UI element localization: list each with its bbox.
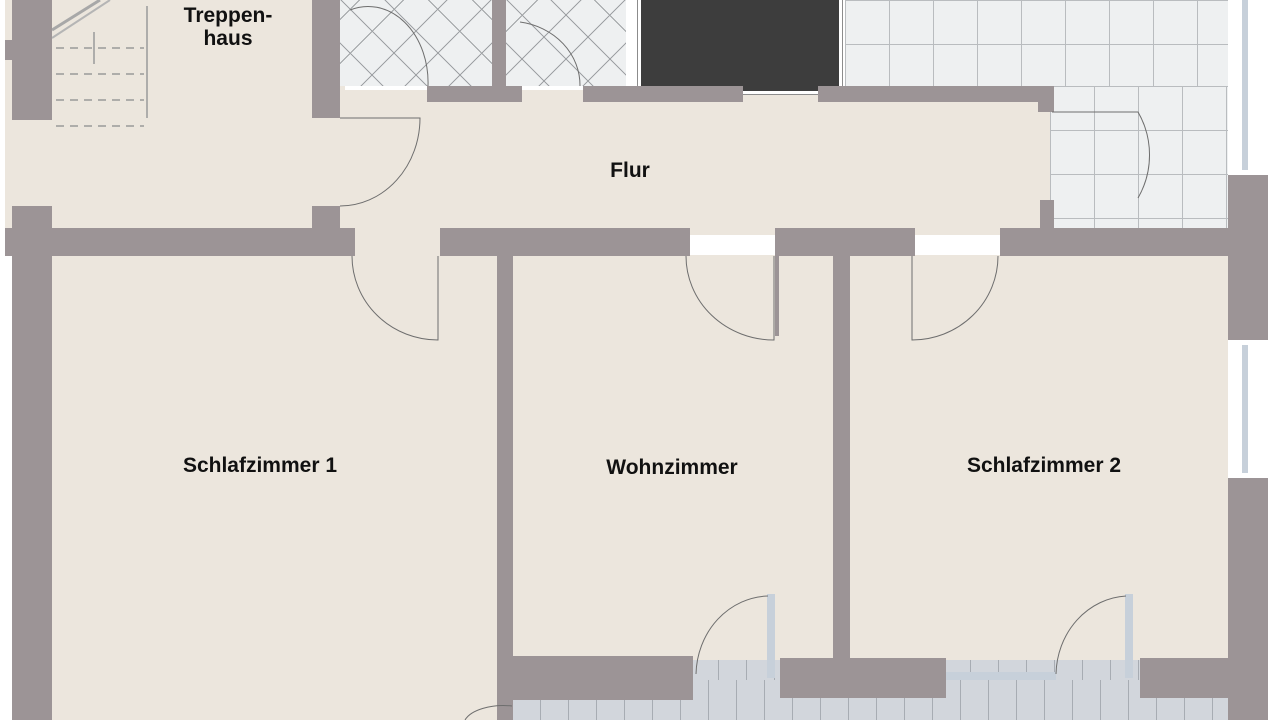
bathroom-2-tiles bbox=[506, 0, 626, 86]
wall-horizontal-right-2 bbox=[1000, 228, 1268, 256]
stairwell-label-line-2: haus bbox=[203, 27, 253, 51]
wall-bath-bottom-1 bbox=[427, 86, 522, 102]
staircase bbox=[51, 0, 148, 130]
room-label-bedroom-2: Schlafzimmer 2 bbox=[966, 454, 1122, 477]
room-label-hallway: Flur bbox=[610, 159, 650, 182]
door-swing-bedroom1-bottom bbox=[464, 705, 513, 720]
bathroom-1-tiles bbox=[340, 0, 492, 86]
door-frame-bedroom2 bbox=[1125, 594, 1133, 678]
wall-bottom-mid bbox=[780, 658, 946, 698]
stairwell-label-line-1: Treppen- bbox=[183, 4, 273, 27]
bedroom-2-floor bbox=[850, 255, 1230, 660]
bath-right-tiles bbox=[1050, 86, 1230, 228]
door-swing-bath-2 bbox=[519, 21, 581, 87]
wall-left-outer bbox=[12, 0, 52, 120]
wall-horizontal-mid bbox=[440, 228, 690, 256]
door-swing-stairwell bbox=[339, 117, 421, 207]
living-room-floor bbox=[512, 255, 837, 660]
window-right-top-pane bbox=[1242, 0, 1248, 170]
wall-right-outer bbox=[1228, 175, 1268, 340]
kitchen-tiles bbox=[845, 0, 1230, 88]
wall-door-jamb-living bbox=[775, 256, 779, 336]
room-label-living-room: Wohnzimmer bbox=[606, 456, 738, 479]
wall-horizontal-right-1 bbox=[775, 228, 915, 256]
wall-stair-right bbox=[312, 0, 340, 118]
door-frame-living bbox=[767, 594, 775, 678]
wall-kitchen-corner bbox=[1038, 86, 1054, 112]
door-swing-balcony-living bbox=[695, 595, 769, 675]
door-swing-bath-right bbox=[1052, 111, 1151, 199]
room-label-stairwell: Treppen- haus bbox=[168, 4, 288, 50]
wall-bath-divider bbox=[492, 0, 506, 90]
door-swing-balcony-bedroom2 bbox=[1055, 595, 1127, 675]
door-passage-floor bbox=[350, 230, 440, 340]
wall-horizontal-stub-left bbox=[12, 206, 52, 230]
wall-bath-bottom-2 bbox=[583, 86, 743, 102]
wall-bedroom1-living bbox=[497, 256, 513, 720]
wall-bath-right-stub bbox=[1040, 200, 1054, 230]
hallway-floor bbox=[340, 90, 1055, 235]
door-swing-bedroom-1 bbox=[351, 255, 439, 341]
wall-bottom-living bbox=[497, 656, 693, 700]
door-swing-living bbox=[685, 255, 775, 341]
wall-bottom-right bbox=[1140, 658, 1268, 698]
wall-left-long bbox=[12, 256, 52, 720]
window-bedroom2-sill bbox=[946, 672, 1056, 680]
door-swing-bath-1 bbox=[349, 6, 429, 87]
wall-horizontal-left bbox=[5, 228, 355, 256]
wall-kitchen-bottom bbox=[818, 86, 1053, 102]
window-right-mid-pane bbox=[1242, 345, 1248, 473]
wall-left-stub bbox=[5, 40, 17, 60]
staircase-drawing bbox=[51, 0, 148, 127]
door-swing-bedroom-2 bbox=[911, 255, 999, 341]
stairwell-floor bbox=[5, 0, 345, 232]
room-label-bedroom-1: Schlafzimmer 1 bbox=[182, 454, 338, 477]
wall-horizontal-stub-mid bbox=[312, 206, 340, 230]
wall-living-bedroom2 bbox=[833, 256, 850, 660]
